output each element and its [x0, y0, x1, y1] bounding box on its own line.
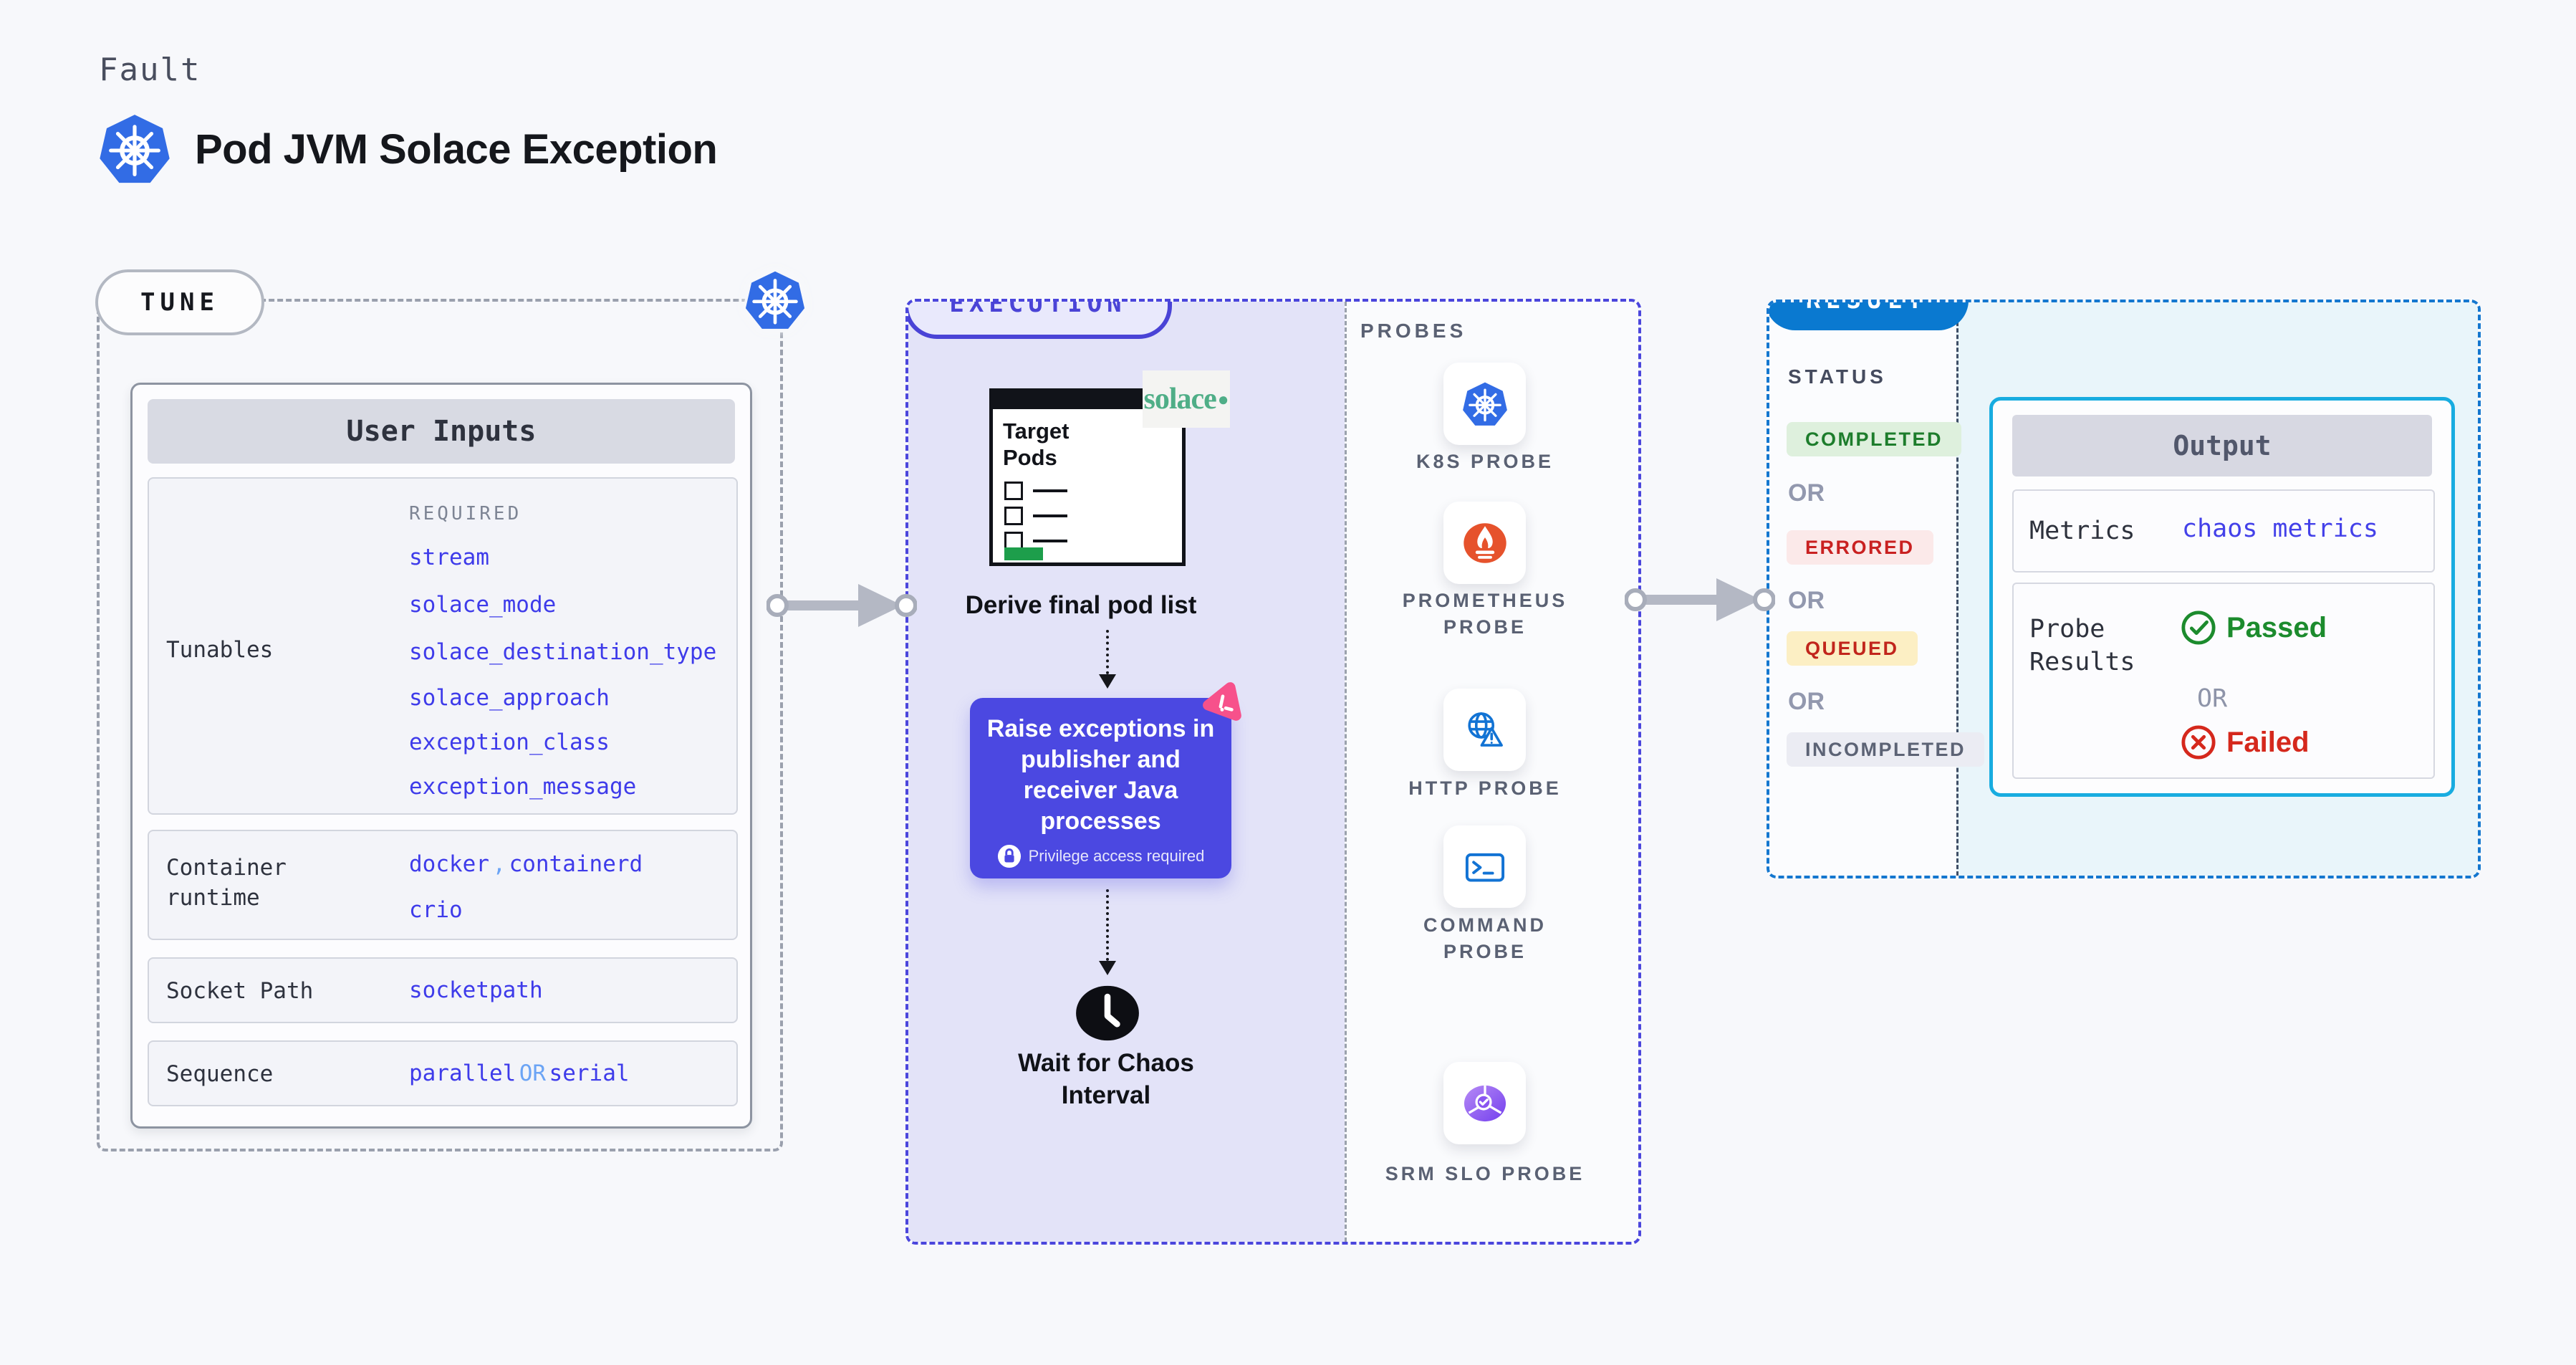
srm-slo-probe-card	[1443, 1062, 1526, 1144]
chaos-icon	[1203, 682, 1241, 721]
derive-pod-list-label: Derive final pod list	[965, 591, 1197, 619]
page-title: Pod JVM Solace Exception	[195, 125, 718, 173]
tune-section: TUNE User Inputs Tunables REQUIRED strea…	[95, 268, 808, 1151]
passed-result: Passed	[2181, 610, 2327, 646]
sequence-label: Sequence	[166, 1061, 274, 1087]
terminal-icon	[1465, 853, 1504, 881]
probe-label: COMMAND PROBE	[1423, 914, 1547, 962]
or-label: OR	[1788, 587, 1825, 614]
metrics-value: chaos metrics	[2182, 514, 2378, 543]
chaos-action-box: Raise exceptions in publisher and receiv…	[970, 698, 1231, 878]
check-circle-icon	[2181, 610, 2216, 645]
result-pill: RESULT	[1769, 302, 1969, 330]
output-header: Output	[2012, 415, 2432, 476]
slo-check-icon	[1464, 1085, 1506, 1121]
flow-arrow	[766, 584, 917, 627]
prometheus-probe-card	[1443, 502, 1526, 584]
command-probe-card	[1443, 825, 1526, 908]
user-inputs-header: User Inputs	[148, 399, 735, 464]
tunables-row: Tunables REQUIRED stream solace_mode sol…	[148, 477, 738, 815]
container-runtime-label: Container runtime	[166, 855, 287, 911]
solace-logo: solace ●	[1143, 370, 1230, 428]
tunable-value: solace_mode	[409, 592, 557, 618]
kubernetes-icon	[742, 268, 808, 332]
status-header: STATUS	[1788, 365, 1887, 388]
tunable-value: exception_class	[409, 729, 610, 755]
metrics-label: Metrics	[2029, 517, 2135, 545]
tunable-value: solace_approach	[409, 685, 610, 711]
socket-path-label: Socket Path	[166, 978, 314, 1004]
or-label: OR	[519, 1060, 547, 1086]
output-card: Output Metrics chaos metrics Probe Resul…	[1989, 397, 2455, 797]
flow-arrow	[1625, 578, 1775, 621]
checklist-item	[1004, 507, 1067, 525]
privilege-note: Privilege access required	[970, 844, 1231, 868]
container-runtime-row: Container runtime docker , containerd cr…	[148, 830, 738, 940]
solace-dot: ●	[1217, 388, 1229, 410]
tunable-value: stream	[409, 545, 489, 570]
socket-path-value: socketpath	[409, 977, 543, 1003]
probe-results-label: Probe Results	[2029, 615, 2135, 676]
status-badge: INCOMPLETED	[1787, 732, 1985, 767]
kubernetes-icon	[100, 115, 170, 183]
probe-label: K8S PROBE	[1416, 451, 1554, 472]
checklist-item	[1004, 482, 1067, 500]
user-inputs-card: User Inputs Tunables REQUIRED stream sol…	[130, 383, 752, 1129]
probe-label: SRM SLO PROBE	[1385, 1163, 1585, 1184]
sequence-values: parallel OR serial	[409, 1060, 630, 1086]
probe-results-row: Probe Results Passed OR Failed	[2012, 583, 2435, 779]
lock-icon	[997, 844, 1021, 868]
kubernetes-icon	[1462, 382, 1507, 426]
status-badge: COMPLETED	[1787, 422, 1962, 456]
required-label: REQUIRED	[409, 503, 522, 525]
status-badge: ERRORED	[1787, 530, 1933, 565]
or-label: OR	[1788, 479, 1825, 507]
socket-path-row: Socket Path socketpath	[148, 957, 738, 1023]
or-label: OR	[2197, 684, 2228, 713]
result-section: RESULT STATUS COMPLETED OR ERRORED OR QU…	[1767, 300, 2481, 878]
chaos-action-text: Raise exceptions in publisher and receiv…	[986, 715, 1215, 835]
clock-icon	[1076, 985, 1139, 1041]
down-arrow	[1106, 889, 1109, 961]
probe-label: PROMETHEUS PROBE	[1402, 590, 1568, 638]
kicker: Fault	[99, 52, 201, 88]
prometheus-icon	[1463, 522, 1506, 563]
progress-bar	[1004, 547, 1043, 560]
sequence-row: Sequence parallel OR serial	[148, 1040, 738, 1106]
wait-interval-label: Wait for Chaos Interval	[1018, 1049, 1194, 1109]
down-arrow	[1106, 630, 1109, 674]
probes-divider	[1345, 302, 1347, 1242]
or-label: OR	[1788, 688, 1825, 715]
http-probe-card	[1443, 689, 1526, 771]
probe-label: HTTP PROBE	[1408, 777, 1562, 799]
probes-header: PROBES	[1360, 320, 1467, 342]
tunable-value: solace_destination_type	[409, 639, 717, 665]
k8s-probe-card	[1443, 363, 1526, 445]
globe-alert-icon	[1467, 712, 1503, 747]
tunable-value: exception_message	[409, 774, 637, 800]
execution-section: EXECUTION Target Pods solace ● Derive fi…	[905, 299, 1641, 1245]
container-runtime-values: docker , containerd	[409, 851, 643, 877]
tune-pill: TUNE	[95, 269, 264, 335]
failed-result: Failed	[2181, 724, 2310, 760]
metrics-row: Metrics chaos metrics	[2012, 489, 2435, 573]
window-title: Target Pods	[1003, 418, 1070, 470]
status-badge: QUEUED	[1787, 631, 1918, 666]
tunables-label: Tunables	[166, 637, 274, 663]
status-divider	[1956, 302, 1959, 876]
x-circle-icon	[2181, 725, 2216, 760]
execution-pill: EXECUTION	[908, 302, 1172, 339]
separator: ,	[492, 851, 506, 877]
